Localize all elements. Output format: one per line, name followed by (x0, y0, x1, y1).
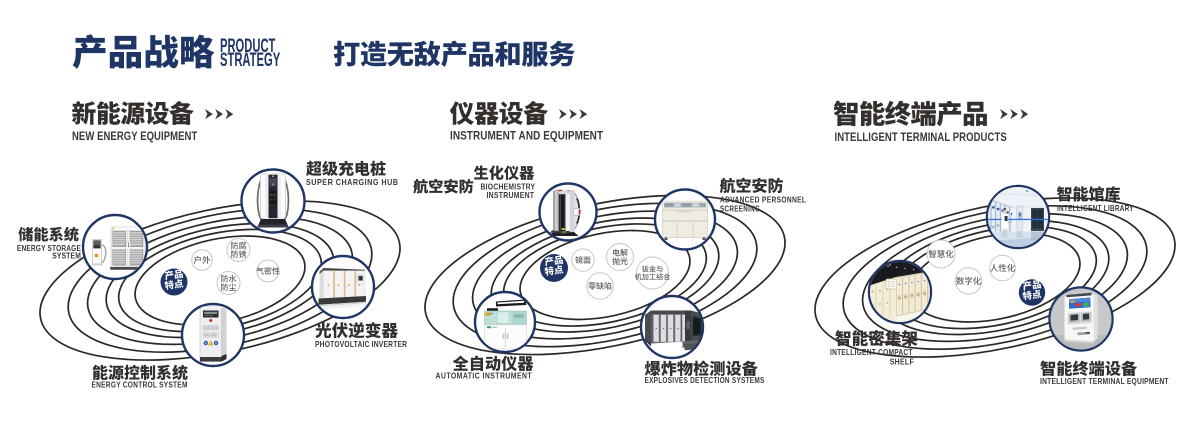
svg-text:SUPER CHARGING HUB: SUPER CHARGING HUB (306, 177, 399, 186)
svg-text:ADVANCED PERSONNEL: ADVANCED PERSONNEL (720, 195, 806, 205)
svg-text:INSTRUMENT: INSTRUMENT (487, 191, 535, 201)
svg-text:INSTRUMENT AND EQUIPMENT: INSTRUMENT AND EQUIPMENT (450, 130, 603, 143)
svg-text:INTELLIGENT TERMINAL PRODUCTS: INTELLIGENT TERMINAL PRODUCTS (835, 131, 1007, 144)
svg-text:PRODUCT: PRODUCT (220, 36, 276, 57)
svg-text:ENERGY CONTROL SYSTEM: ENERGY CONTROL SYSTEM (92, 380, 188, 390)
svg-text:INTELLIGENT TERMINAL EQUIPME: INTELLIGENT TERMINAL EQUIPMENT (1040, 376, 1169, 386)
svg-text:STRATEGY: STRATEGY (220, 50, 280, 71)
svg-text:AUTOMATIC INSTRUMENT: AUTOMATIC INSTRUMENT (436, 371, 533, 381)
svg-text:ENERGY STORAGE: ENERGY STORAGE (17, 243, 81, 253)
svg-text:PHOTOVOLTAIC INVERTER: PHOTOVOLTAIC INVERTER (315, 339, 408, 349)
svg-text:SHELF: SHELF (890, 357, 914, 367)
svg-text:EXPLOSIVES DETECTION SYSTEMS: EXPLOSIVES DETECTION SYSTEMS (645, 375, 765, 385)
svg-text:SYSTEM: SYSTEM (52, 251, 81, 261)
svg-text:SCREENING: SCREENING (720, 205, 760, 214)
svg-text:NEW ENERGY EQUIPMENT: NEW ENERGY EQUIPMENT (72, 130, 198, 143)
svg-text:INTELLIGENT LIBRARY: INTELLIGENT LIBRARY (1057, 204, 1134, 213)
svg-text:INTELLIGENT COMPACT: INTELLIGENT COMPACT (830, 347, 913, 357)
svg-text:BIOCHEMISTRY: BIOCHEMISTRY (481, 182, 536, 192)
